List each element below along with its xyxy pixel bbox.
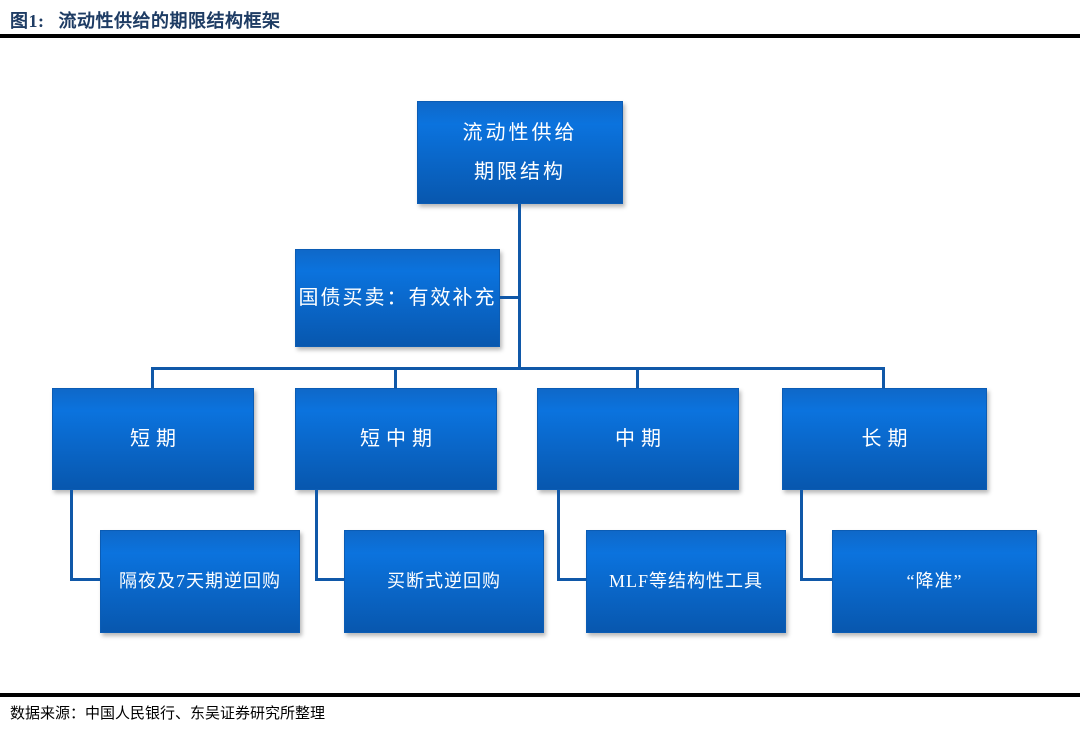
node-term-short-medium: 短中期 (295, 388, 497, 490)
connector-term-stub (394, 367, 397, 388)
node-term-long: 长期 (782, 388, 987, 490)
node-tool-rrr-cut: “降准” (832, 530, 1037, 633)
node-term-medium: 中期 (537, 388, 739, 490)
supplement-label: 国债买卖：有效补充 (298, 287, 497, 309)
top-rule (0, 34, 1080, 38)
connector-elbow-vertical (557, 490, 560, 581)
node-tool-reverse-repo: 隔夜及7天期逆回购 (100, 530, 300, 633)
node-liquidity-supply-root: 流动性供给 期限结构 (417, 101, 623, 204)
tool-label: MLF等结构性工具 (608, 570, 763, 591)
root-label-line2: 期限结构 (474, 161, 566, 183)
connector-term-stub (882, 367, 885, 388)
connector-distributor-horizontal (151, 367, 885, 370)
node-treasury-trading-supplement: 国债买卖：有效补充 (295, 249, 500, 347)
connector-elbow-vertical (315, 490, 318, 581)
data-source-note: 数据来源：中国人民银行、东吴证券研究所整理 (10, 706, 326, 722)
node-term-short: 短期 (52, 388, 254, 490)
connector-elbow-horizontal (557, 578, 586, 581)
tool-label: 买断式逆回购 (387, 570, 501, 591)
figure-number-label: 图1: (10, 11, 45, 31)
bottom-rule (0, 693, 1080, 697)
node-tool-mlf-structural: MLF等结构性工具 (586, 530, 786, 633)
tool-label: “降准” (906, 570, 963, 591)
term-label: 长期 (861, 428, 914, 450)
connector-supplement-stub (500, 296, 518, 299)
term-label: 短中期 (360, 428, 438, 450)
connector-elbow-vertical (70, 490, 73, 581)
node-tool-outright-reverse-repo: 买断式逆回购 (344, 530, 544, 633)
tool-label: 隔夜及7天期逆回购 (119, 570, 281, 591)
term-label: 中期 (615, 428, 667, 450)
root-label-line1: 流动性供给 (462, 122, 578, 144)
connector-root-vertical (518, 204, 521, 370)
connector-term-stub (151, 367, 154, 388)
connector-elbow-vertical (800, 490, 803, 581)
connector-elbow-horizontal (800, 578, 832, 581)
connector-elbow-horizontal (70, 578, 100, 581)
connector-term-stub (636, 367, 639, 388)
figure-title: 图1: 流动性供给的期限结构框架 (10, 7, 281, 33)
term-label: 短期 (130, 428, 182, 450)
connector-elbow-horizontal (315, 578, 344, 581)
figure-title-text: 流动性供给的期限结构框架 (58, 11, 281, 31)
